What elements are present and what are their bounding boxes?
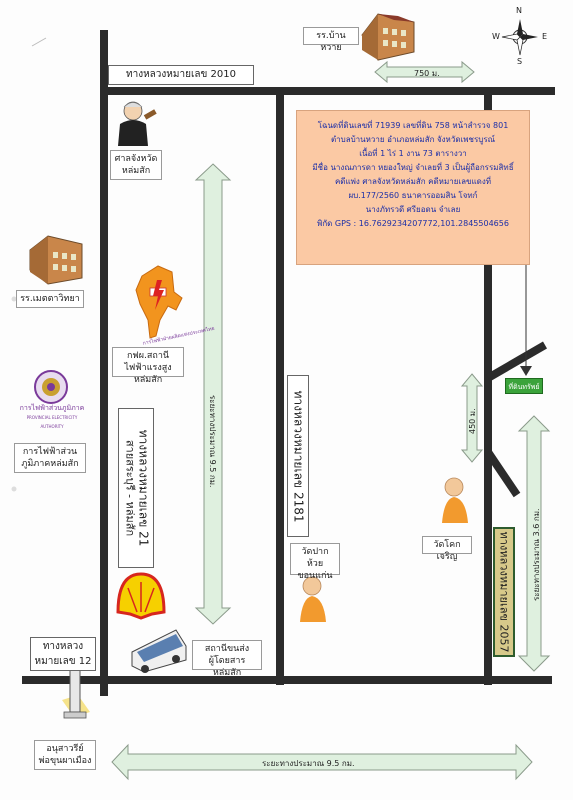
diagonal-road-upper xyxy=(485,341,548,382)
scan-mark xyxy=(31,37,47,47)
arrow-3-6 xyxy=(517,415,551,672)
info-case-number: ผบ.177/2560 ธนาคารออมสิน โจทก์ xyxy=(348,191,478,200)
road-top-2010 xyxy=(100,87,555,95)
distance-3-6: ระยะทางประมาณ 3.6 กม. xyxy=(532,508,541,601)
punch-hole xyxy=(11,296,17,302)
school-left-label: รร.เมตตาวิทยา xyxy=(16,290,84,308)
monk-icon-mid xyxy=(300,576,326,622)
compass-e: E xyxy=(542,32,548,41)
road-label-12: ทางหลวง หมายเลข 12 xyxy=(30,637,96,671)
pea-logo-icon xyxy=(34,370,68,404)
compass-s: S xyxy=(517,57,523,66)
road-mid-left xyxy=(276,95,284,685)
road-right-2057 xyxy=(484,95,492,685)
school-building-icon-top xyxy=(361,13,415,61)
distance-750: 750 ม. xyxy=(414,69,440,78)
road-bottom-stub xyxy=(100,684,108,696)
road-label-2057: ทางหลวงหมายเลข 2057 xyxy=(493,527,515,657)
info-gps: พิกัด GPS : 16.7629234207772,101.2845504… xyxy=(317,219,509,228)
pea-label: การไฟฟ้าส่วน ภูมิภาคหล่มสัก xyxy=(14,443,86,473)
property-marker: ที่ดินทรัพย์ xyxy=(505,378,543,394)
monk-icon-right xyxy=(442,477,468,523)
road-21-sub: สายสระบุรี - หล่มสัก xyxy=(123,439,137,537)
judge-icon xyxy=(118,101,157,146)
school-building-icon-left xyxy=(29,235,83,285)
court-label: ศาลจังหวัด หล่มสัก xyxy=(110,150,162,180)
arrow-9-5-bottom xyxy=(111,743,533,781)
compass-icon xyxy=(501,19,538,56)
road-label-2181: ทางหลวงหมายเลข 2181 xyxy=(287,375,309,537)
road-left-21 xyxy=(100,30,108,690)
compass-w: W xyxy=(492,32,500,41)
shell-logo-icon xyxy=(116,572,166,620)
road-21-name: ทางหลวงหมายเลข 21 xyxy=(136,429,151,547)
bus-station-label: สถานีขนส่ง ผู้โดยสารหล่มสัก xyxy=(192,640,262,678)
arrow-750 xyxy=(374,60,475,84)
temple-right-label: วัดโคกเจริญ xyxy=(422,536,472,562)
info-case: คดีแพ่ง ศาลจังหวัดหล่มสัก คดีหมายเลขแดงท… xyxy=(334,177,492,186)
punch-hole xyxy=(11,486,17,492)
road-label-21: ทางหลวงหมายเลข 21 สายสระบุรี - หล่มสัก xyxy=(118,408,154,568)
info-defendant: นางภัทรวดี ศรียอดน จำเลย xyxy=(365,205,461,214)
egat-label: กฟผ.สถานีไฟฟ้าแรงสูง หล่มสัก xyxy=(112,347,184,385)
info-location: ตำบลบ้านหวาย อำเภอหล่มสัก จังหวัดเพชรบูร… xyxy=(330,135,496,144)
monument-label: อนุสาวรีย์ พ่อขุนผาเมือง xyxy=(34,740,96,770)
diagonal-road-lower xyxy=(484,449,521,498)
pea-logo-name: การไฟฟ้าส่วนภูมิภาค PROVINCIAL ELECTRICI… xyxy=(19,404,85,429)
school-top-label: รร.บ้านหวาย xyxy=(303,27,359,53)
pointer-arrowhead xyxy=(520,366,532,376)
property-info-box: โฉนดที่ดินเลขที่ 71939 เลขที่ดิน 758 หน้… xyxy=(296,110,530,265)
info-owner: มีชื่อ นางณภารดา หยองใหญ่ จำเลยที่ 3 เป็… xyxy=(312,163,514,172)
bus-icon xyxy=(131,629,187,673)
distance-9-5-vertical: ระยะทางประมาณ 9.5 กม. xyxy=(208,395,217,488)
road-bottom-12 xyxy=(22,676,552,684)
info-area: เนื้อที่ 1 ไร่ 1 งาน 73 ตารางวา xyxy=(359,149,467,158)
info-deed: โฉนดที่ดินเลขที่ 71939 เลขที่ดิน 758 หน้… xyxy=(317,121,509,130)
arrow-450 xyxy=(460,373,484,463)
distance-9-5-bottom: ระยะทางประมาณ 9.5 กม. xyxy=(262,759,355,768)
road-label-2010: ทางหลวงหมายเลข 2010 xyxy=(108,65,254,85)
compass-n: N xyxy=(516,6,522,15)
distance-450: 450 ม. xyxy=(468,408,477,434)
arrow-9-5-vertical xyxy=(194,163,232,625)
temple-mid-label: วัดปากห้วย ขอนแก่น xyxy=(290,543,340,581)
egat-logo-icon xyxy=(135,265,183,339)
